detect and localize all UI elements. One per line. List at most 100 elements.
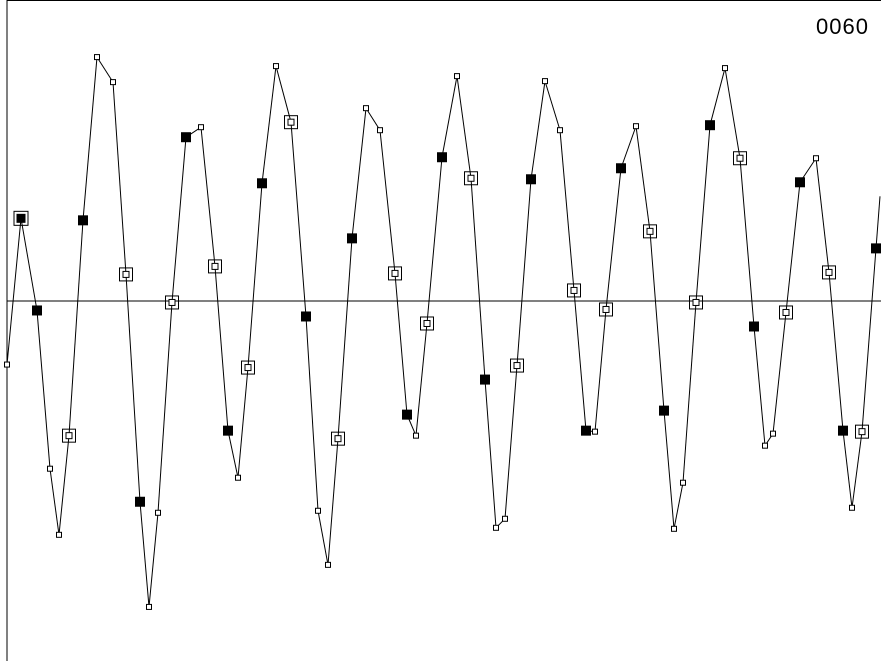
series-segment	[594, 309, 607, 432]
series-segment	[415, 323, 428, 436]
series-segment	[815, 158, 830, 273]
series-segment	[470, 178, 486, 380]
boxed-square-marker	[855, 424, 869, 439]
series-segment	[200, 127, 216, 267]
series-segment	[68, 220, 84, 436]
series-segment	[125, 274, 141, 502]
series-segment	[6, 218, 22, 365]
filled-square-marker	[616, 163, 626, 174]
series-segment	[214, 266, 229, 431]
series-segment	[544, 80, 561, 131]
series-segment	[139, 501, 150, 607]
boxed-square-marker	[388, 266, 402, 281]
filled-square-marker	[181, 132, 191, 143]
small-square-marker	[680, 479, 686, 486]
series-segment	[695, 125, 711, 303]
series-segment	[605, 168, 622, 310]
filled-square-marker	[32, 305, 42, 316]
series-segment	[484, 379, 497, 528]
small-square-marker	[198, 124, 204, 131]
series-segment	[861, 248, 877, 432]
series-segment	[171, 137, 187, 303]
series-segment	[148, 512, 159, 607]
small-square-marker	[325, 561, 331, 568]
series-segment	[842, 430, 853, 508]
small-square-marker	[110, 79, 116, 86]
boxed-square-marker	[733, 151, 747, 166]
small-square-marker	[502, 515, 508, 522]
filled-square-marker	[795, 177, 805, 188]
boxed-square-marker	[331, 431, 345, 446]
boxed-square-marker	[567, 283, 581, 298]
boxed-square-marker	[689, 295, 703, 310]
small-square-marker	[849, 504, 855, 511]
small-square-marker	[413, 432, 419, 439]
series-segment	[227, 430, 239, 478]
small-square-marker	[770, 430, 776, 437]
frame-counter: 0060	[816, 14, 869, 39]
series-segment	[237, 367, 249, 478]
boxed-square-marker	[119, 267, 133, 282]
small-square-marker	[493, 524, 499, 531]
small-square-marker	[762, 442, 768, 449]
series-segment	[82, 57, 98, 221]
series-segment	[620, 126, 637, 169]
series-segment	[875, 196, 881, 249]
series-segment	[635, 126, 651, 232]
series-segment	[275, 65, 292, 123]
series-segment	[673, 482, 684, 529]
series-segment	[112, 82, 127, 275]
series-segment	[365, 107, 381, 131]
series-segment	[394, 273, 408, 415]
small-square-marker	[722, 65, 728, 72]
boxed-square-marker	[241, 360, 255, 375]
boxed-square-marker	[165, 295, 179, 310]
small-square-marker	[315, 507, 321, 514]
filled-square-marker	[135, 496, 145, 507]
series-segment	[441, 76, 458, 158]
series-segment	[247, 183, 263, 368]
series-segment	[49, 468, 60, 535]
filled-square-marker	[347, 233, 357, 244]
small-square-marker	[542, 78, 548, 85]
boxed-square-marker	[62, 428, 76, 443]
small-square-marker	[47, 465, 53, 472]
filled-square-marker	[301, 311, 311, 322]
series-segment	[682, 302, 697, 483]
series-segment	[305, 316, 319, 511]
filled-square-marker	[480, 374, 490, 385]
filled-square-marker	[659, 405, 669, 416]
filled-square-marker	[705, 120, 715, 131]
filled-square-marker	[437, 152, 447, 163]
small-square-marker	[377, 127, 383, 134]
small-square-marker	[235, 474, 241, 481]
series-segment	[96, 56, 114, 83]
series-segment	[785, 182, 801, 313]
boxed-square-marker	[208, 259, 222, 274]
series-segment	[58, 435, 70, 535]
series-segment	[828, 272, 844, 431]
small-square-marker	[273, 63, 279, 70]
series-segment	[157, 302, 173, 513]
small-square-marker	[592, 428, 598, 435]
small-square-marker	[94, 54, 100, 61]
filled-square-marker	[78, 215, 88, 226]
series-segment	[426, 157, 443, 324]
small-square-marker	[671, 525, 677, 532]
small-square-marker	[363, 105, 369, 112]
series-segment	[337, 238, 353, 439]
series-segment	[530, 81, 546, 180]
boxed-square-marker	[643, 224, 657, 239]
series-segment	[290, 122, 307, 317]
series-segment	[709, 67, 726, 126]
boxed-square-marker	[464, 171, 478, 186]
series-segment	[663, 410, 675, 529]
filled-square-marker	[257, 178, 267, 189]
series-segment	[559, 130, 575, 291]
boxed-square-marker	[599, 302, 613, 317]
boxed-square-marker	[420, 316, 434, 331]
marker-layer	[4, 54, 881, 610]
boxed-square-marker	[779, 305, 793, 320]
small-square-marker	[813, 155, 819, 162]
